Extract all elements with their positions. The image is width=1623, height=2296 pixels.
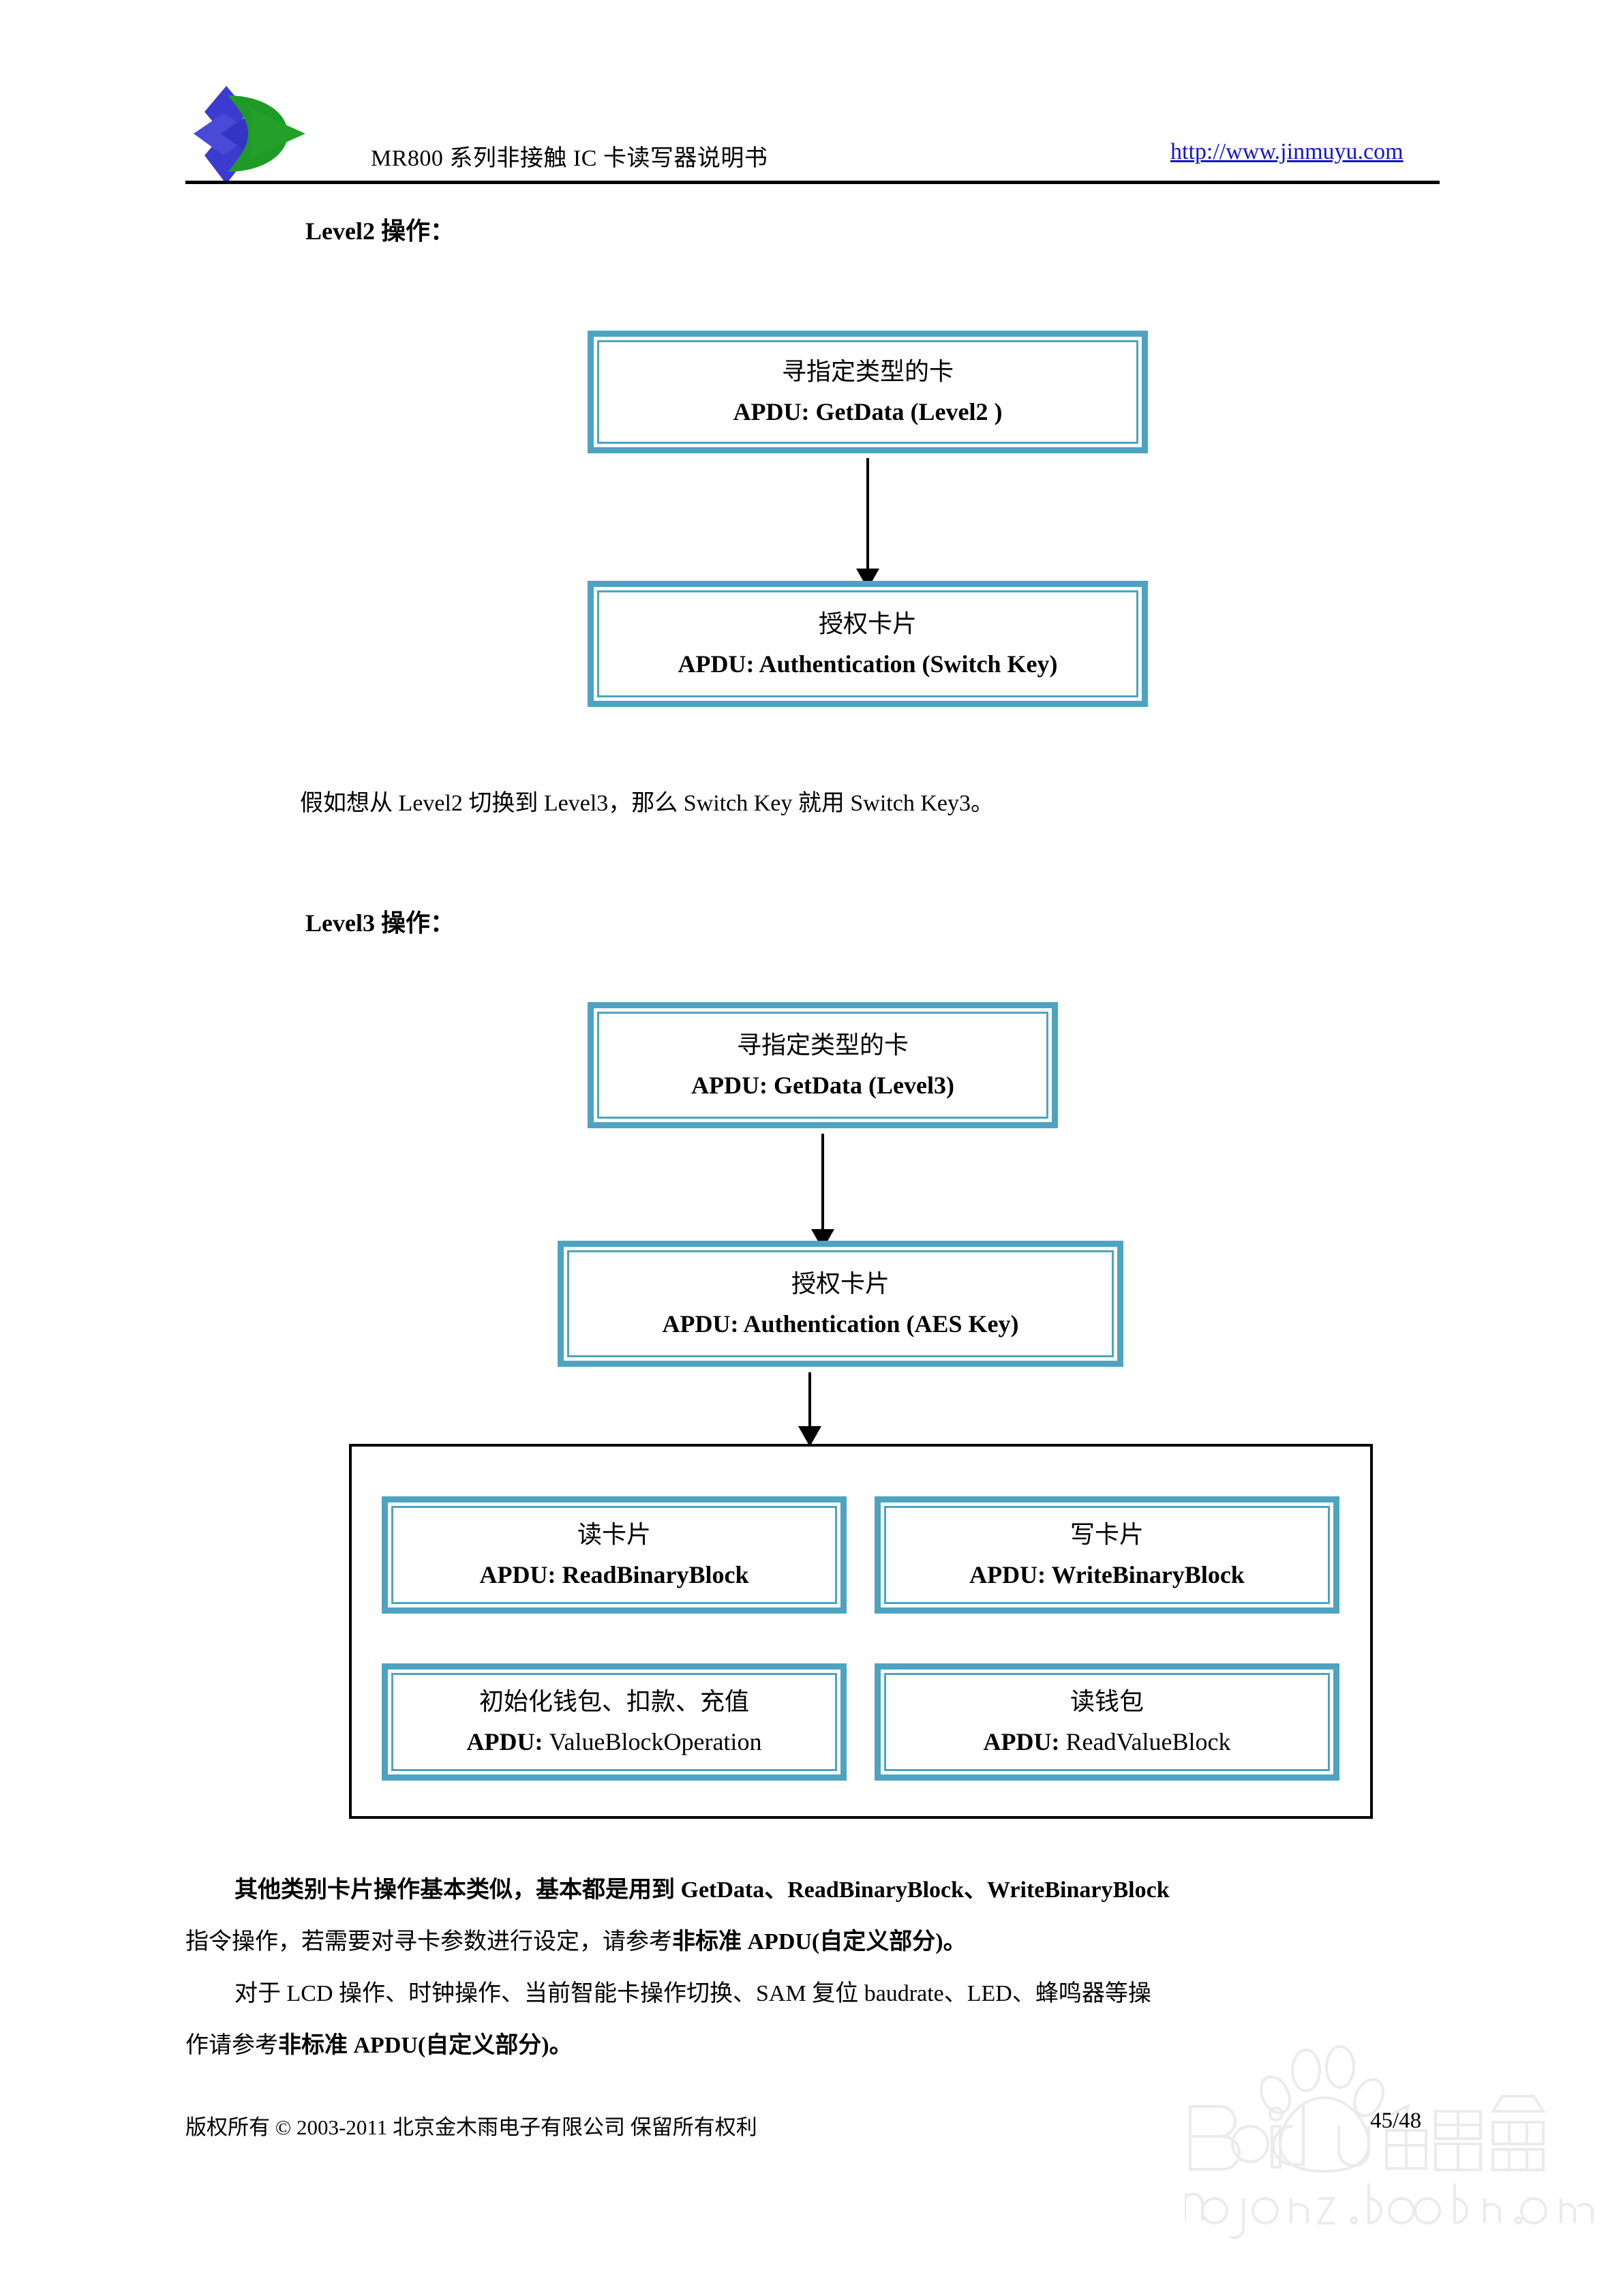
flow-node-title: 授权卡片 (818, 609, 917, 637)
apdu-command: ReadValueBlock (1065, 1728, 1231, 1755)
jinmuyu-logo-icon (185, 80, 322, 190)
page-header: MR800 系列非接触 IC 卡读写器说明书 http://www.jinmuy… (185, 80, 1440, 190)
flow-node-apdu: APDU: ReadValueBlock (984, 1727, 1231, 1757)
flow-node-title: 初始化钱包、扣款、充值 (479, 1688, 749, 1715)
switch-key-note: 假如想从 Level2 切换到 Level3，那么 Switch Key 就用 … (300, 791, 994, 816)
apdu-prefix: APDU: (466, 1728, 549, 1755)
header-divider (185, 181, 1440, 184)
apdu-command: ReadBinaryBlock (562, 1561, 749, 1588)
arrow-l2-shaft (866, 458, 869, 575)
body-text-block: 其他类别卡片操作基本类似，基本都是用到 GetData、ReadBinaryBl… (185, 1864, 1440, 2072)
body-paragraph-1-cont: 指令操作，若需要对寻卡参数进行设定，请参考非标准 APDU(自定义部分)。 (185, 1916, 1440, 1968)
flow-node-title: 写卡片 (1070, 1521, 1144, 1548)
flow-node-apdu: APDU: ValueBlockOperation (467, 1727, 762, 1757)
body-paragraph-2-cont: 作请参考非标准 APDU(自定义部分)。 (185, 2020, 1440, 2072)
apdu-command: WriteBinaryBlock (1051, 1561, 1245, 1588)
body-paragraph-2: 对于 LCD 操作、时钟操作、当前智能卡操作切换、SAM 复位 baudrate… (185, 1968, 1440, 2020)
body-para2-emphasis: 非标准 APDU(自定义部分)。 (278, 2033, 573, 2058)
body-para2-rest: 作请参考 (185, 2033, 278, 2058)
body-paragraph-1: 其他类别卡片操作基本类似，基本都是用到 GetData、ReadBinaryBl… (185, 1864, 1440, 1916)
apdu-prefix: APDU: (983, 1728, 1066, 1755)
flow-node-title: 读卡片 (577, 1521, 651, 1548)
body-para1-rest: 指令操作，若需要对寻卡参数进行设定，请参考 (185, 1929, 672, 1954)
flow-node-l3-getdata: 寻指定类型的卡 APDU: GetData (Level3) (588, 1002, 1058, 1128)
footer-page-number: 45/48 (1370, 2109, 1422, 2133)
arrow-l3-group-head-icon (798, 1426, 821, 1447)
footer-copyright: 版权所有 © 2003-2011 北京金木雨电子有限公司 保留所有权利 (185, 2115, 757, 2139)
body-para2-leadin: 对于 LCD 操作、时钟操作、当前智能卡操作切换、SAM 复位 baudrate… (234, 1981, 1151, 2006)
flow-node-l2-getdata: 寻指定类型的卡 APDU: GetData (Level2 ) (588, 331, 1148, 453)
arrow-l3-group-shaft (808, 1372, 811, 1440)
flow-node-read-card: 读卡片 APDU: ReadBinaryBlock (382, 1496, 847, 1614)
flow-node-apdu: APDU: Authentication (Switch Key) (678, 650, 1058, 678)
flow-node-title: 授权卡片 (791, 1269, 890, 1297)
apdu-prefix: APDU: (969, 1561, 1052, 1588)
flow-node-title: 读钱包 (1070, 1688, 1144, 1715)
flow-node-apdu: APDU: ReadBinaryBlock (479, 1560, 748, 1590)
body-para1-leadin: 其他类别卡片操作基本类似，基本都是用到 GetData、ReadBinaryBl… (234, 1877, 1170, 1903)
flow-node-title: 寻指定类型的卡 (781, 358, 954, 385)
flow-node-write-card: 写卡片 APDU: WriteBinaryBlock (875, 1496, 1339, 1614)
flow-node-title: 寻指定类型的卡 (736, 1031, 909, 1059)
flow-node-apdu: APDU: GetData (Level2 ) (733, 398, 1003, 425)
apdu-command: ValueBlockOperation (549, 1728, 762, 1755)
flow-node-read-value-block: 读钱包 APDU: ReadValueBlock (875, 1663, 1339, 1781)
flow-node-l2-auth: 授权卡片 APDU: Authentication (Switch Key) (588, 581, 1148, 707)
flow-node-apdu: APDU: Authentication (AES Key) (662, 1310, 1019, 1338)
apdu-prefix: APDU: (479, 1561, 562, 1588)
section-heading-level2: Level2 操作： (305, 217, 455, 245)
header-website-link[interactable]: http://www.jinmuyu.com (1170, 139, 1404, 164)
header-title: MR800 系列非接触 IC 卡读写器说明书 (371, 146, 768, 171)
arrow-l3-auth-shaft (821, 1134, 824, 1236)
body-para1-emphasis: 非标准 APDU(自定义部分)。 (672, 1929, 967, 1954)
flow-node-l3-auth: 授权卡片 APDU: Authentication (AES Key) (558, 1241, 1123, 1367)
section-heading-level3: Level3 操作： (305, 909, 455, 937)
flow-node-apdu: APDU: WriteBinaryBlock (969, 1560, 1245, 1590)
flow-node-value-block-operation: 初始化钱包、扣款、充值 APDU: ValueBlockOperation (382, 1663, 847, 1781)
flow-node-apdu: APDU: GetData (Level3) (691, 1071, 954, 1099)
